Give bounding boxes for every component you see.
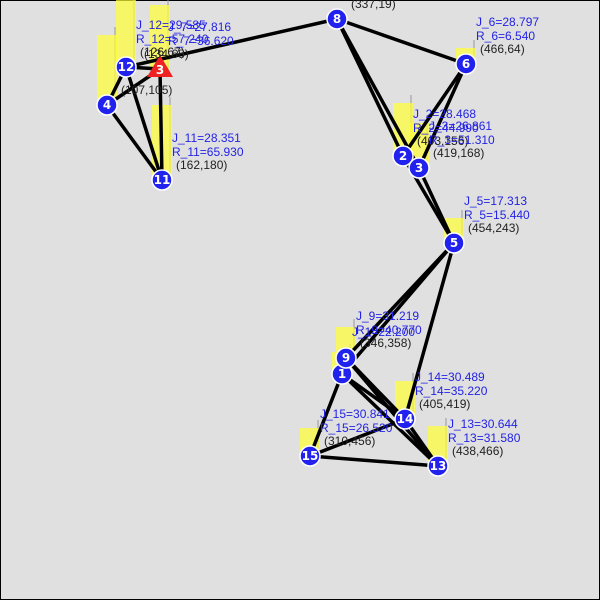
graph-node[interactable] (299, 445, 321, 467)
graph-edge (401, 62, 468, 158)
node-r-label: R_12=57.240 (136, 32, 209, 46)
graph-node[interactable] (151, 169, 173, 191)
node-r-label: R_14=35.220 (415, 384, 488, 398)
node-j-label: J_2=28.468 (413, 107, 476, 121)
graph-edge (308, 417, 407, 458)
demand-bar (116, 0, 136, 67)
graph-node[interactable] (326, 8, 348, 30)
graph-edge (124, 65, 164, 182)
node-r-label: R_6=6.540 (476, 29, 535, 43)
graph-edge (417, 166, 456, 245)
graph-node[interactable] (427, 455, 449, 477)
node-id-label: 2 (399, 149, 407, 163)
node-j-label: J_11=28.351 (172, 131, 241, 145)
node-id-label: 1 (338, 367, 346, 381)
node-r-label: R_2=44.990 (413, 121, 479, 135)
node-r-label: R_3=51.310 (429, 133, 495, 147)
depot-r-label: R_7=36.620 (168, 34, 234, 48)
node-coord-label: (466,64) (480, 42, 525, 56)
graph-node[interactable] (96, 94, 118, 116)
node-coord-label: (405,419) (419, 397, 470, 411)
node-j-label: J_9=31.219 (356, 309, 419, 323)
depot-coord-label: (134,68) (144, 47, 189, 61)
graph-edge (340, 372, 407, 421)
node-coord-label: (310,456) (324, 434, 375, 448)
node-j-label: J_13=30.644 (448, 417, 518, 431)
node-j-label: J_14=30.489 (415, 370, 485, 384)
graph-node[interactable] (115, 56, 137, 78)
node-coord-label: (346,358) (360, 336, 411, 350)
graph-edge (340, 241, 456, 376)
graph-edge (335, 17, 468, 66)
graph-node[interactable] (394, 408, 416, 430)
node-coord-label: (419,168) (433, 146, 484, 160)
node-id-label: 9 (342, 351, 350, 365)
node-id-label: 15 (302, 449, 319, 463)
depot-id-label: 3 (156, 63, 164, 77)
depot-j-label: J_7=27.816 (168, 20, 231, 34)
node-j-label: J_1=22.200 (352, 325, 415, 339)
graph-node[interactable] (455, 53, 477, 75)
node-id-label: 4 (103, 98, 111, 112)
graph-node[interactable] (408, 157, 430, 179)
node-coord-label: (107,105) (121, 83, 172, 97)
graph-node[interactable] (335, 347, 357, 369)
node-j-label: J_15=30.841 (320, 407, 390, 421)
depot-triangle[interactable] (147, 55, 173, 77)
demand-bar (97, 35, 117, 105)
node-r-label: R_15=26.520 (320, 421, 393, 435)
graph-node[interactable] (392, 145, 414, 167)
node-coord-label: (126,67) (140, 45, 185, 59)
node-coord-label: (403,156) (417, 134, 468, 148)
node-id-label: 6 (462, 57, 470, 71)
demand-bar (150, 5, 170, 69)
node-id-label: 13 (430, 459, 447, 473)
node-id-label: 8 (333, 12, 341, 26)
edges (105, 17, 468, 468)
node-j-label: J_12=29.585 (136, 18, 206, 32)
node-coord-label: (454,243) (468, 221, 519, 235)
graph-node[interactable] (443, 232, 465, 254)
node-id-label: 12 (118, 60, 135, 74)
graph-edge (308, 372, 344, 458)
node-id-label: 3 (415, 161, 423, 175)
node-id-label: 5 (450, 236, 458, 250)
node-id-label: 11 (154, 173, 171, 187)
graph-edge (308, 454, 440, 468)
graph-edge (344, 356, 440, 468)
node-id-label: 14 (397, 412, 414, 426)
node-labels: J_1=22.200J_2=28.468R_2=44.990(403,156)J… (121, 0, 539, 458)
node-r-label: R_13=31.580 (448, 431, 521, 445)
graph-edge (417, 62, 468, 170)
node-coord-label: (438,466) (452, 444, 503, 458)
graph-edge (158, 67, 164, 182)
node-j-label: J_3=26.861 (429, 119, 492, 133)
node-coord-label: (337,19) (351, 0, 396, 11)
node-j-label: J_6=28.797 (476, 15, 539, 29)
graph-edge (335, 17, 421, 170)
node-r-label: R_5=15.440 (464, 208, 530, 222)
graph-edge (403, 241, 456, 421)
node-coord-label: (162,180) (176, 158, 227, 172)
graph-edge (105, 103, 164, 182)
node-r-label: R_9=40.770 (356, 323, 422, 337)
node-j-label: J_5=17.313 (464, 194, 527, 208)
node-r-label: R_11=65.930 (172, 145, 244, 159)
graph-edge (340, 372, 440, 468)
